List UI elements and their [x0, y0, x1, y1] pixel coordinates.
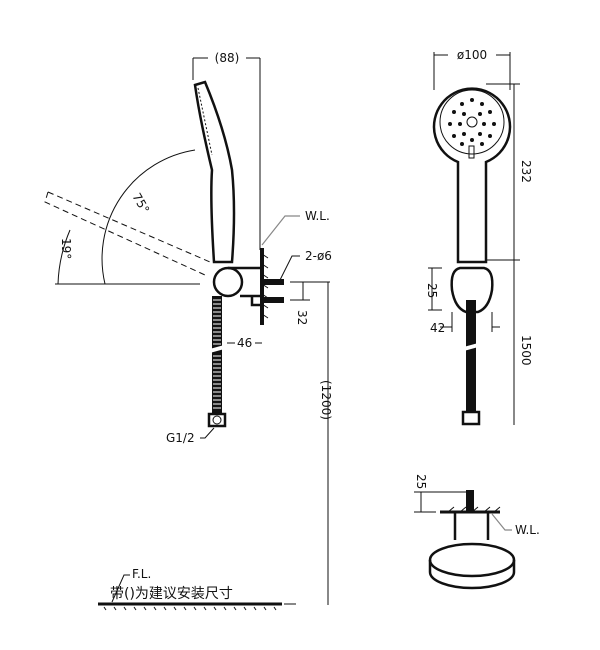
- holder-swivel: [212, 266, 244, 298]
- projection-dim: 25: [414, 474, 428, 489]
- angle-label: 19°: [59, 238, 73, 259]
- handset-side: [193, 80, 236, 264]
- floor-label: F.L.: [132, 567, 151, 581]
- handle-length-dim: 232: [519, 160, 533, 183]
- install-height-dim: (1200): [319, 380, 333, 420]
- hose-nut: [207, 412, 227, 428]
- hose: [466, 300, 476, 412]
- top-wall-label: W.L.: [515, 523, 540, 537]
- install-note: 带()为建议安装尺寸: [110, 586, 233, 602]
- screw-spacing-dim: 32: [295, 310, 309, 325]
- hose-nut: [461, 410, 481, 426]
- spray-nozzles: [448, 98, 496, 146]
- top-view: 25 W.L.: [414, 474, 540, 590]
- depth-dim: (88): [215, 51, 240, 65]
- tilted-handset: [44, 191, 211, 276]
- holder-height-dim: 25: [425, 283, 439, 298]
- angle-radius-label: 75°: [129, 191, 152, 216]
- bracket-width-dim: 46: [237, 336, 252, 350]
- hose: [212, 296, 222, 414]
- screw: [262, 279, 284, 285]
- hose-length-dim: 1500: [519, 335, 533, 366]
- head-diameter-dim: ø100: [457, 48, 487, 62]
- screw-label: 2-ø6: [305, 249, 332, 263]
- handset-front: [432, 87, 512, 264]
- holder-front: [450, 266, 494, 314]
- screw: [466, 490, 474, 512]
- front-view: ø100 232 25 42 1500: [425, 48, 533, 426]
- spray-toggle: [468, 145, 475, 159]
- thread-label: G1/2: [166, 431, 195, 445]
- screw: [262, 297, 284, 303]
- wall-label: W.L.: [305, 209, 330, 223]
- shower-head-top: [428, 542, 516, 578]
- holder-width-dim: 42: [430, 321, 445, 335]
- side-view: (88) 75° 19° W.L. 2-ø6 32: [44, 51, 333, 611]
